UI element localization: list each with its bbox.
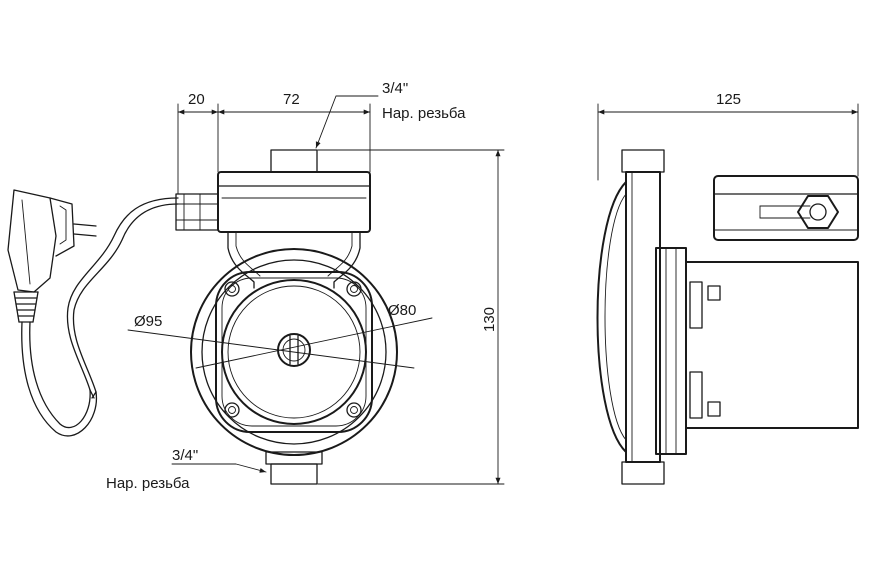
screw-top-left [224, 281, 240, 297]
cable-gland [175, 193, 219, 231]
side-cable-gland [797, 195, 839, 229]
volute-diameter-label: Ø95 [134, 313, 162, 330]
top-thread-size: 3/4" [382, 80, 408, 97]
height-dimension: 130 [317, 149, 505, 485]
side-depth-dimension: 125 [597, 91, 859, 181]
top-thread-callout: 3/4" Нар. резьба [315, 80, 466, 149]
side-volute [596, 171, 661, 463]
inlet-offset-label: 20 [188, 91, 205, 108]
side-top-pipe [621, 149, 665, 173]
bottom-thread-size: 3/4" [172, 447, 198, 464]
side-motor-body [685, 261, 859, 429]
screw-top-right [346, 281, 362, 297]
bottom-thread-callout: 3/4" Нар. резьба [106, 447, 267, 492]
cable-strain-relief [13, 291, 39, 323]
top-dimension-lines: 20 72 [177, 91, 371, 195]
bottom-thread-type: Нар. резьба [106, 475, 190, 492]
volute-housing [190, 248, 398, 456]
rotor-diameter-line: Ø80 [195, 302, 433, 369]
rotor-diameter-label: Ø80 [388, 302, 416, 319]
terminal-box [217, 171, 371, 233]
side-depth-label: 125 [716, 91, 741, 108]
rotor-cover [221, 279, 367, 425]
body-width-label: 72 [283, 91, 300, 108]
bottom-inlet-pipe [265, 451, 323, 485]
mounting-screws [224, 281, 362, 418]
top-thread-type: Нар. резьба [382, 105, 466, 122]
screw-bottom-right [346, 402, 362, 418]
side-bottom-pipe [621, 461, 665, 485]
screw-bottom-left [224, 402, 240, 418]
power-cable [21, 197, 179, 437]
height-label: 130 [481, 307, 498, 332]
top-outlet-pipe [270, 149, 318, 173]
power-plug [7, 189, 97, 293]
volute-diameter-line: Ø95 [127, 313, 415, 369]
